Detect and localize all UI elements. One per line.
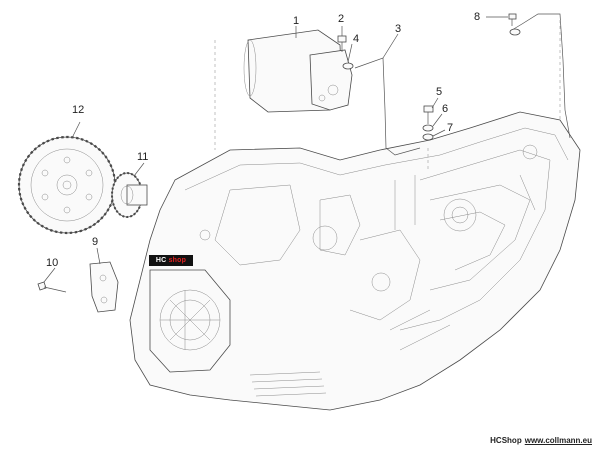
engine-crankcase: [129, 111, 581, 411]
starter-ring-gear: [17, 135, 117, 235]
callout-4: 4: [353, 33, 359, 45]
callout-12: 12: [72, 104, 84, 116]
callout-11: 11: [137, 151, 148, 163]
ground-cable: [508, 13, 571, 139]
callout-10: 10: [46, 257, 58, 269]
callout-2: 2: [338, 13, 344, 25]
flywheel-cover-opening: [149, 269, 231, 373]
washer-7: [422, 133, 434, 141]
starter-cable: [354, 57, 421, 156]
callout-1: 1: [293, 15, 299, 27]
bolt-10: [37, 281, 67, 293]
starter-motor: [243, 29, 353, 113]
callout-5: 5: [436, 86, 442, 98]
washer-4: [342, 62, 354, 70]
hcshop-watermark-badge: HC shop: [149, 255, 193, 266]
watermark-accent: shop: [168, 257, 187, 264]
footer-url-link[interactable]: www.collmann.eu: [524, 436, 592, 445]
callout-9: 9: [92, 236, 98, 248]
washer-6: [422, 124, 434, 132]
callout-3: 3: [395, 23, 401, 35]
bolt-5: [423, 105, 434, 124]
callout-8: 8: [474, 11, 480, 23]
footer-brand: HCShop: [490, 436, 522, 445]
bracket-9: [89, 261, 119, 313]
callout-7: 7: [447, 122, 453, 134]
idler-gear: [111, 172, 148, 218]
leader-lines: [43, 16, 508, 283]
callout-6: 6: [442, 103, 448, 115]
watermark-prefix: HC: [155, 257, 167, 264]
